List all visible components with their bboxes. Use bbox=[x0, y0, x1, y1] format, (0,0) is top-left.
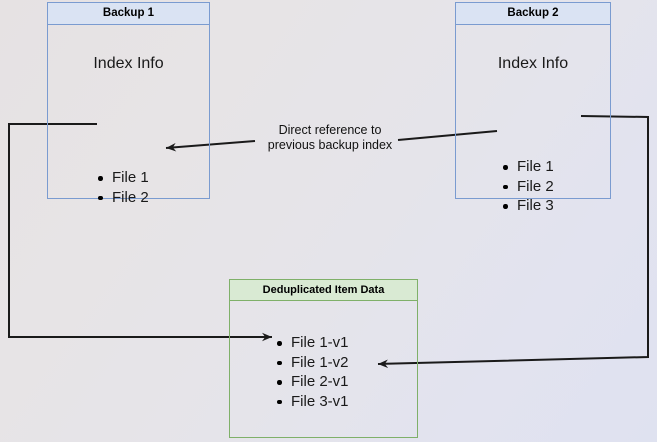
backup1-header: Backup 1 bbox=[48, 3, 209, 25]
list-item: File 2 bbox=[500, 177, 554, 197]
backup2-body: Index Info File 1 File 2 File 3 bbox=[456, 55, 610, 214]
deduplicated-item-data-box[interactable]: Deduplicated Item Data File 1-v1 File 1-… bbox=[229, 279, 418, 438]
list-item: File 3-v1 bbox=[274, 392, 349, 412]
list-item: File 1-v2 bbox=[274, 353, 349, 373]
direct-reference-label-line2: previous backup index bbox=[267, 138, 393, 152]
backup1-index-title: Index Info bbox=[93, 55, 164, 72]
list-item: File 2 bbox=[95, 188, 149, 208]
backup2-header: Backup 2 bbox=[456, 3, 610, 25]
deduplicated-item-data-header: Deduplicated Item Data bbox=[230, 280, 417, 301]
list-item: File 1 bbox=[95, 168, 149, 188]
list-item: File 3 bbox=[500, 196, 554, 216]
backup1-file-list: File 1 File 2 bbox=[95, 168, 149, 207]
backup1-box[interactable]: Backup 1 Index Info File 1 File 2 bbox=[47, 2, 210, 206]
direct-reference-label-line1: Direct reference to bbox=[278, 123, 382, 137]
direct-reference-label: Direct reference to previous backup inde… bbox=[247, 123, 413, 153]
list-item: File 1-v1 bbox=[274, 333, 349, 353]
backup2-index-title: Index Info bbox=[497, 55, 569, 72]
deduplicated-item-list: File 1-v1 File 1-v2 File 2-v1 File 3-v1 bbox=[274, 333, 349, 411]
backup2-file-list: File 1 File 2 File 3 bbox=[500, 157, 554, 216]
backup2-box[interactable]: Backup 2 Index Info File 1 File 2 File 3 bbox=[455, 2, 611, 214]
list-item: File 1 bbox=[500, 157, 554, 177]
list-item: File 2-v1 bbox=[274, 372, 349, 392]
backup1-body: Index Info File 1 File 2 bbox=[48, 55, 209, 206]
